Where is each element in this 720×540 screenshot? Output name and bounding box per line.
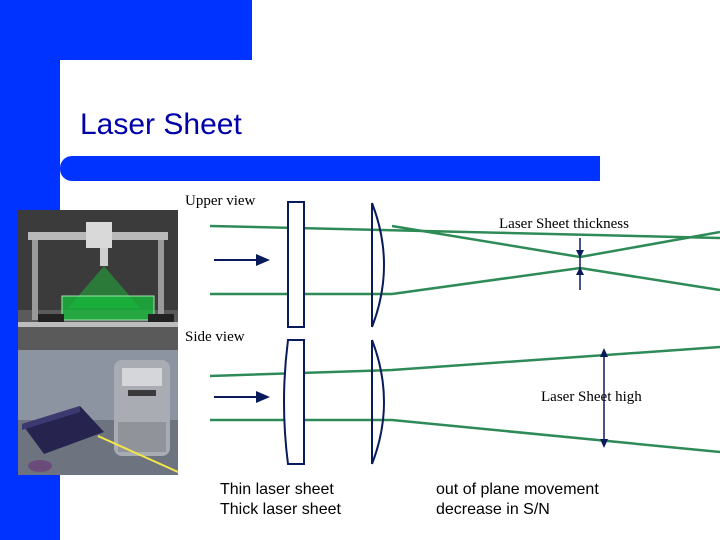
right-caption-line-2: decrease in S/N bbox=[436, 501, 550, 518]
content-corner bbox=[60, 60, 150, 150]
side-view-label: Side view bbox=[185, 329, 245, 345]
slide-title: Laser Sheet bbox=[80, 108, 242, 141]
laser-unit-photo bbox=[18, 350, 178, 475]
left-caption-line-2: Thick laser sheet bbox=[220, 501, 341, 518]
header-accent-block bbox=[0, 0, 252, 60]
right-caption: out of plane movement decrease in S/N bbox=[436, 480, 599, 520]
upper-beam-top bbox=[209, 224, 720, 240]
thickness-label: Laser Sheet thickness bbox=[499, 216, 629, 232]
left-caption-line-1: Thin laser sheet bbox=[220, 481, 334, 498]
upper-beam-converging-bottom bbox=[391, 266, 720, 296]
side-cylindrical-lens bbox=[283, 339, 305, 465]
right-caption-line-1: out of plane movement bbox=[436, 481, 599, 498]
upper-direction-arrow bbox=[256, 254, 270, 266]
side-beam-bottom bbox=[210, 418, 720, 454]
height-label: Laser Sheet high bbox=[541, 389, 642, 405]
side-direction-arrow bbox=[256, 391, 270, 403]
upper-cylindrical-lens bbox=[287, 201, 305, 328]
upper-view-label: Upper view bbox=[185, 193, 256, 209]
upper-spherical-lens bbox=[371, 202, 385, 328]
side-beam-top bbox=[209, 345, 720, 378]
title-underline-bar bbox=[60, 156, 600, 181]
laser-sheet-rig-photo bbox=[18, 210, 178, 350]
left-caption: Thin laser sheet Thick laser sheet bbox=[220, 480, 341, 520]
slide-number: 9 bbox=[26, 506, 38, 528]
side-spherical-lens bbox=[371, 339, 385, 465]
